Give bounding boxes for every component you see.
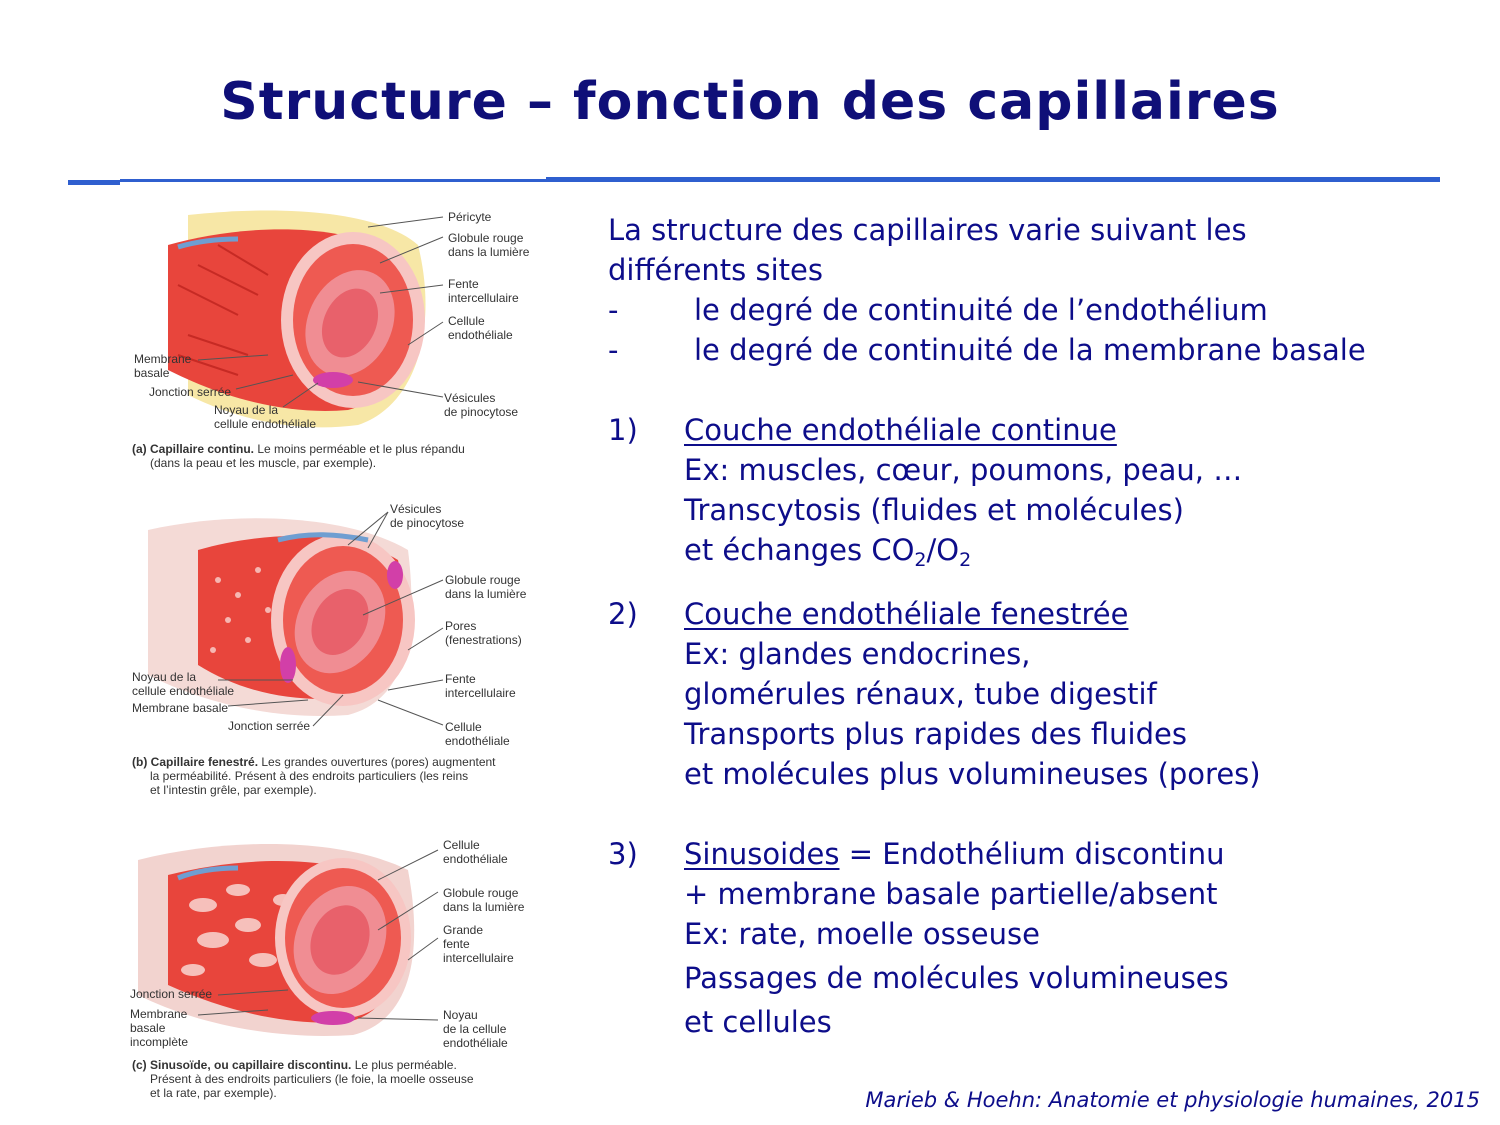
item-2-line-1: Ex: glandes endocrines, [684, 637, 1031, 671]
item-3-line-2: Ex: rate, moelle osseuse [684, 917, 1040, 951]
item-1-line-2: Transcytosis (fluides et molécules) [684, 493, 1184, 527]
label-pericyte: Péricyte [448, 210, 492, 224]
basal-membrane-shape [177, 865, 239, 881]
bullet-1-text: le degré de continuité de l’endothélium [694, 293, 1268, 327]
bullet-marker: - [608, 293, 619, 327]
item-3-number: 3) [608, 837, 638, 871]
content-text: La structure des capillaires varie suiva… [608, 210, 1488, 1042]
label-fente-2: intercellulaire [448, 291, 519, 305]
caption-b: (b) Capillaire fenestré. Les grandes ouv… [132, 755, 496, 797]
citation: Marieb & Hoehn: Anatomie et physiologie … [865, 1088, 1480, 1112]
item-3-line-3: Passages de molécules volumineuses [684, 961, 1229, 995]
label-globule-2: dans la lumière [443, 900, 525, 914]
title-underline-right [546, 177, 1440, 182]
sinusoid-capillary-illustration [138, 843, 439, 1036]
label-fente-2: intercellulaire [445, 686, 516, 700]
slide-title: Structure – fonction des capillaires [220, 72, 1280, 132]
label-vesicules-1: Vésicules [444, 391, 496, 405]
label-jonction: Jonction serrée [228, 719, 311, 733]
continuous-capillary-illustration [168, 210, 444, 428]
label-cellule-2: endothéliale [443, 852, 508, 866]
label-membrane-3: incomplète [130, 1035, 189, 1049]
item-2-heading: 2) Couche endothéliale fenestrée [608, 594, 1488, 634]
label-noyau-1: Noyau de la [214, 403, 279, 417]
label-globule-1: Globule rouge [443, 886, 519, 900]
label-fente-1: Fente [448, 277, 479, 291]
caption-c: (c) Sinusoïde, ou capillaire discontinu.… [132, 1058, 474, 1100]
item-2-title: Couche endothéliale fenestrée [684, 597, 1129, 631]
label-membrane-1: Membrane [134, 352, 192, 366]
item-2-line-3: Transports plus rapides des fluides [684, 717, 1187, 751]
label-jonction: Jonction serrée [149, 385, 232, 399]
label-cellule-1: Cellule [443, 838, 480, 852]
item-3-line-1: + membrane basale partielle/absent [684, 877, 1218, 911]
label-globule-1: Globule rouge [448, 231, 524, 245]
label-noyau-2: cellule endothéliale [132, 684, 235, 698]
bullet-marker: - [608, 333, 619, 367]
item-2-line-4: et molécules plus volumineuses (pores) [684, 757, 1261, 791]
item-1-line-1: Ex: muscles, cœur, poumons, peau, … [684, 453, 1243, 487]
bullet-1: - le degré de continuité de l’endothélium [608, 290, 1488, 330]
caption-a: (a) Capillaire continu. Le moins perméab… [132, 442, 465, 470]
label-grande-3: intercellulaire [443, 951, 514, 965]
label-globule-2: dans la lumière [445, 587, 527, 601]
label-noyau-2: cellule endothéliale [214, 417, 317, 431]
label-grande-1: Grande [443, 923, 484, 937]
cell-borders [177, 244, 269, 376]
item-3-title-suffix: = Endothélium discontinu [839, 837, 1225, 871]
label-vesicules-1: Vésicules [390, 502, 442, 516]
label-noyau-2: de la cellule [443, 1022, 507, 1036]
intro-line-2: différents sites [608, 253, 823, 287]
label-globule-2: dans la lumière [448, 245, 530, 259]
label-cellule-2: endothéliale [445, 734, 510, 748]
nucleus-shape [313, 372, 353, 388]
bullet-2-text: le degré de continuité de la membrane ba… [694, 333, 1366, 367]
label-cellule-1: Cellule [448, 314, 485, 328]
basal-membrane-shape [277, 532, 369, 543]
label-noyau-1: Noyau de la [132, 670, 197, 684]
label-membrane-1: Membrane [130, 1007, 188, 1021]
label-vesicules-2: de pinocytose [444, 405, 519, 419]
item-3-title: Sinusoides [684, 837, 840, 871]
title-underline-mid [120, 179, 546, 182]
label-pores-2: (fenestrations) [445, 633, 522, 647]
item-1-title: Couche endothéliale continue [684, 413, 1117, 447]
item-3-heading: 3) Sinusoides = Endothélium discontinu [608, 834, 1488, 874]
nucleus-shape [311, 1011, 355, 1025]
intro-line-1: La structure des capillaires varie suiva… [608, 213, 1247, 247]
label-vesicules-2: de pinocytose [390, 516, 465, 530]
basal-membrane-shape [177, 236, 239, 250]
title-underline-left [68, 180, 120, 185]
label-membrane-2: basale [130, 1021, 166, 1035]
label-noyau-3: endothéliale [443, 1036, 508, 1050]
item-1-number: 1) [608, 413, 638, 447]
item-2-line-2: glomérules rénaux, tube digestif [684, 677, 1157, 711]
item-1-heading: 1) Couche endothéliale continue [608, 410, 1488, 450]
item-1-line-3: et échanges CO2/O2 [684, 533, 972, 571]
label-membrane: Membrane basale [132, 701, 229, 715]
label-grande-2: fente [443, 937, 470, 951]
label-globule-1: Globule rouge [445, 573, 521, 587]
item-3-line-4: et cellules [684, 1005, 832, 1039]
label-cellule-1: Cellule [445, 720, 482, 734]
label-cellule-2: endothéliale [448, 328, 513, 342]
item-2-number: 2) [608, 597, 638, 631]
label-noyau-1: Noyau [443, 1008, 478, 1022]
nucleus-shape [280, 647, 296, 683]
label-fente-1: Fente [445, 672, 476, 686]
bullet-2: - le degré de continuité de la membrane b… [608, 330, 1488, 370]
label-jonction: Jonction serrée [130, 987, 213, 1001]
figure-continuous-capillary: Péricyte Globule rouge dans la lumière F… [118, 205, 548, 480]
fenestrated-capillary-illustration [148, 511, 444, 727]
label-pores-1: Pores [445, 619, 477, 633]
figure-fenestrated-capillary: Vésicules de pinocytose Globule rouge da… [118, 500, 548, 805]
label-membrane-2: basale [134, 366, 170, 380]
figure-sinusoid-capillary: Cellule endothéliale Globule rouge dans … [118, 830, 548, 1105]
